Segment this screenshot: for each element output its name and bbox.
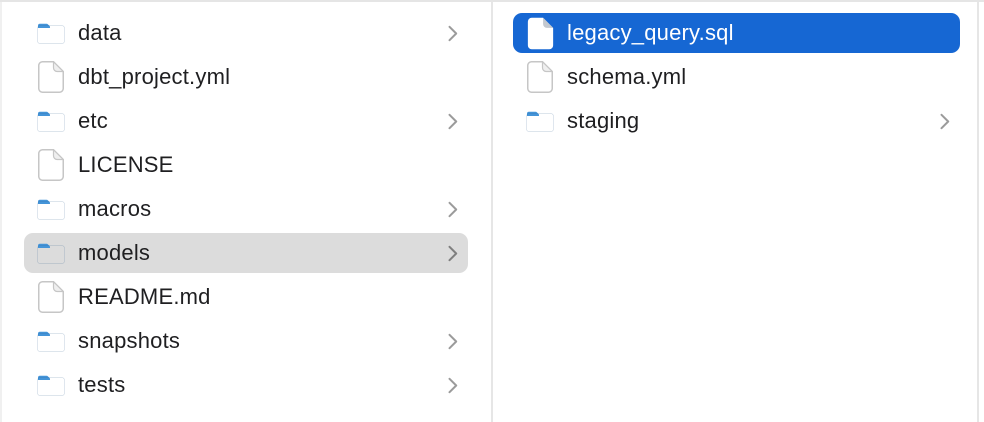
finder-column-models-parent: data dbt_project.yml	[2, 2, 491, 422]
row-highlight: schema.yml	[513, 57, 960, 97]
row-highlight: data	[24, 13, 468, 53]
finder-column-models: legacy_query.sql schema.yml	[493, 2, 977, 422]
folder-icon	[525, 104, 555, 138]
item-dbt-project-yml[interactable]: dbt_project.yml	[2, 55, 491, 99]
folder-icon	[36, 16, 66, 50]
item-label: tests	[78, 372, 126, 397]
document-icon	[36, 60, 66, 94]
item-data[interactable]: data	[2, 11, 491, 55]
chevron-right-icon	[448, 377, 458, 394]
item-label: legacy_query.sql	[567, 20, 734, 45]
item-label: models	[78, 240, 151, 265]
item-label: schema.yml	[567, 64, 687, 89]
chevron-right-icon	[448, 245, 458, 262]
item-schema-yml[interactable]: schema.yml	[493, 55, 977, 99]
folder-icon	[36, 236, 66, 270]
item-label: LICENSE	[78, 152, 174, 177]
row-highlight: LICENSE	[24, 145, 468, 185]
chevron-right-icon	[448, 25, 458, 42]
item-label: dbt_project.yml	[78, 64, 231, 89]
folder-icon	[36, 104, 66, 138]
window-left-edge	[0, 2, 2, 422]
folder-icon	[36, 324, 66, 358]
row-highlight: staging	[513, 101, 960, 141]
row-highlight: snapshots	[24, 321, 468, 361]
item-legacy-query-sql[interactable]: legacy_query.sql	[493, 11, 977, 55]
chevron-right-icon	[448, 113, 458, 130]
document-icon	[36, 148, 66, 182]
item-label: etc	[78, 108, 108, 133]
document-icon	[525, 16, 555, 50]
item-label: staging	[567, 108, 640, 133]
row-highlight: legacy_query.sql	[513, 13, 960, 53]
item-models[interactable]: models	[2, 231, 491, 275]
row-highlight: README.md	[24, 277, 468, 317]
item-readme-md[interactable]: README.md	[2, 275, 491, 319]
chevron-right-icon	[940, 113, 950, 130]
item-label: macros	[78, 196, 152, 221]
column-divider[interactable]	[491, 2, 493, 422]
item-staging[interactable]: staging	[493, 99, 977, 143]
item-tests[interactable]: tests	[2, 363, 491, 407]
item-label: README.md	[78, 284, 211, 309]
column-divider[interactable]	[977, 2, 979, 422]
item-label: data	[78, 20, 122, 45]
document-icon	[36, 280, 66, 314]
item-etc[interactable]: etc	[2, 99, 491, 143]
row-highlight: models	[24, 233, 468, 273]
chevron-right-icon	[448, 333, 458, 350]
item-snapshots[interactable]: snapshots	[2, 319, 491, 363]
item-macros[interactable]: macros	[2, 187, 491, 231]
row-highlight: etc	[24, 101, 468, 141]
row-highlight: macros	[24, 189, 468, 229]
item-license[interactable]: LICENSE	[2, 143, 491, 187]
item-label: snapshots	[78, 328, 181, 353]
document-icon	[525, 60, 555, 94]
next-column-stub	[979, 2, 984, 422]
folder-icon	[36, 192, 66, 226]
row-highlight: tests	[24, 365, 468, 405]
chevron-right-icon	[448, 201, 458, 218]
folder-icon	[36, 368, 66, 402]
row-highlight: dbt_project.yml	[24, 57, 468, 97]
